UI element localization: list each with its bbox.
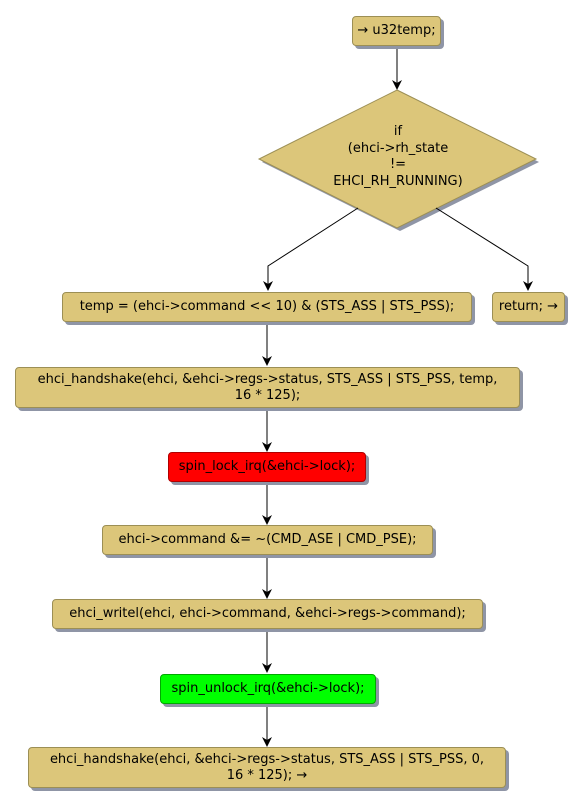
writel-node: ehci_writel(ehci, ehci->command, &ehci->… <box>52 599 483 629</box>
spin-lock-node: spin_lock_irq(&ehci->lock); <box>168 452 366 482</box>
handshake-node-1: ehci_handshake(ehci, &ehci->regs->status… <box>15 367 520 408</box>
return-node: return; → <box>492 292 565 322</box>
decision-diamond <box>257 89 538 229</box>
decision-line-1: if <box>393 124 403 139</box>
handshake-node-2: ehci_handshake(ehci, &ehci->regs->status… <box>28 747 506 788</box>
start-node: → u32temp; <box>352 16 441 46</box>
decision-line-4: EHCI_RH_RUNNING) <box>333 173 463 189</box>
edge-decision-to-return <box>435 207 533 291</box>
command-clear-node: ehci->command &= ~(CMD_ASE | CMD_PSE); <box>102 525 433 555</box>
spin-unlock-node: spin_unlock_irq(&ehci->lock); <box>160 674 376 704</box>
edge-decision-to-assign <box>263 207 359 291</box>
decision-line-3: != <box>389 157 407 172</box>
decision-line-2: (ehci->rh_state <box>347 140 449 156</box>
decision-condition: if (ehci->rh_state != EHCI_RH_RUNNING) <box>260 124 536 190</box>
assign-temp-node: temp = (ehci->command << 10) & (STS_ASS … <box>62 292 472 322</box>
